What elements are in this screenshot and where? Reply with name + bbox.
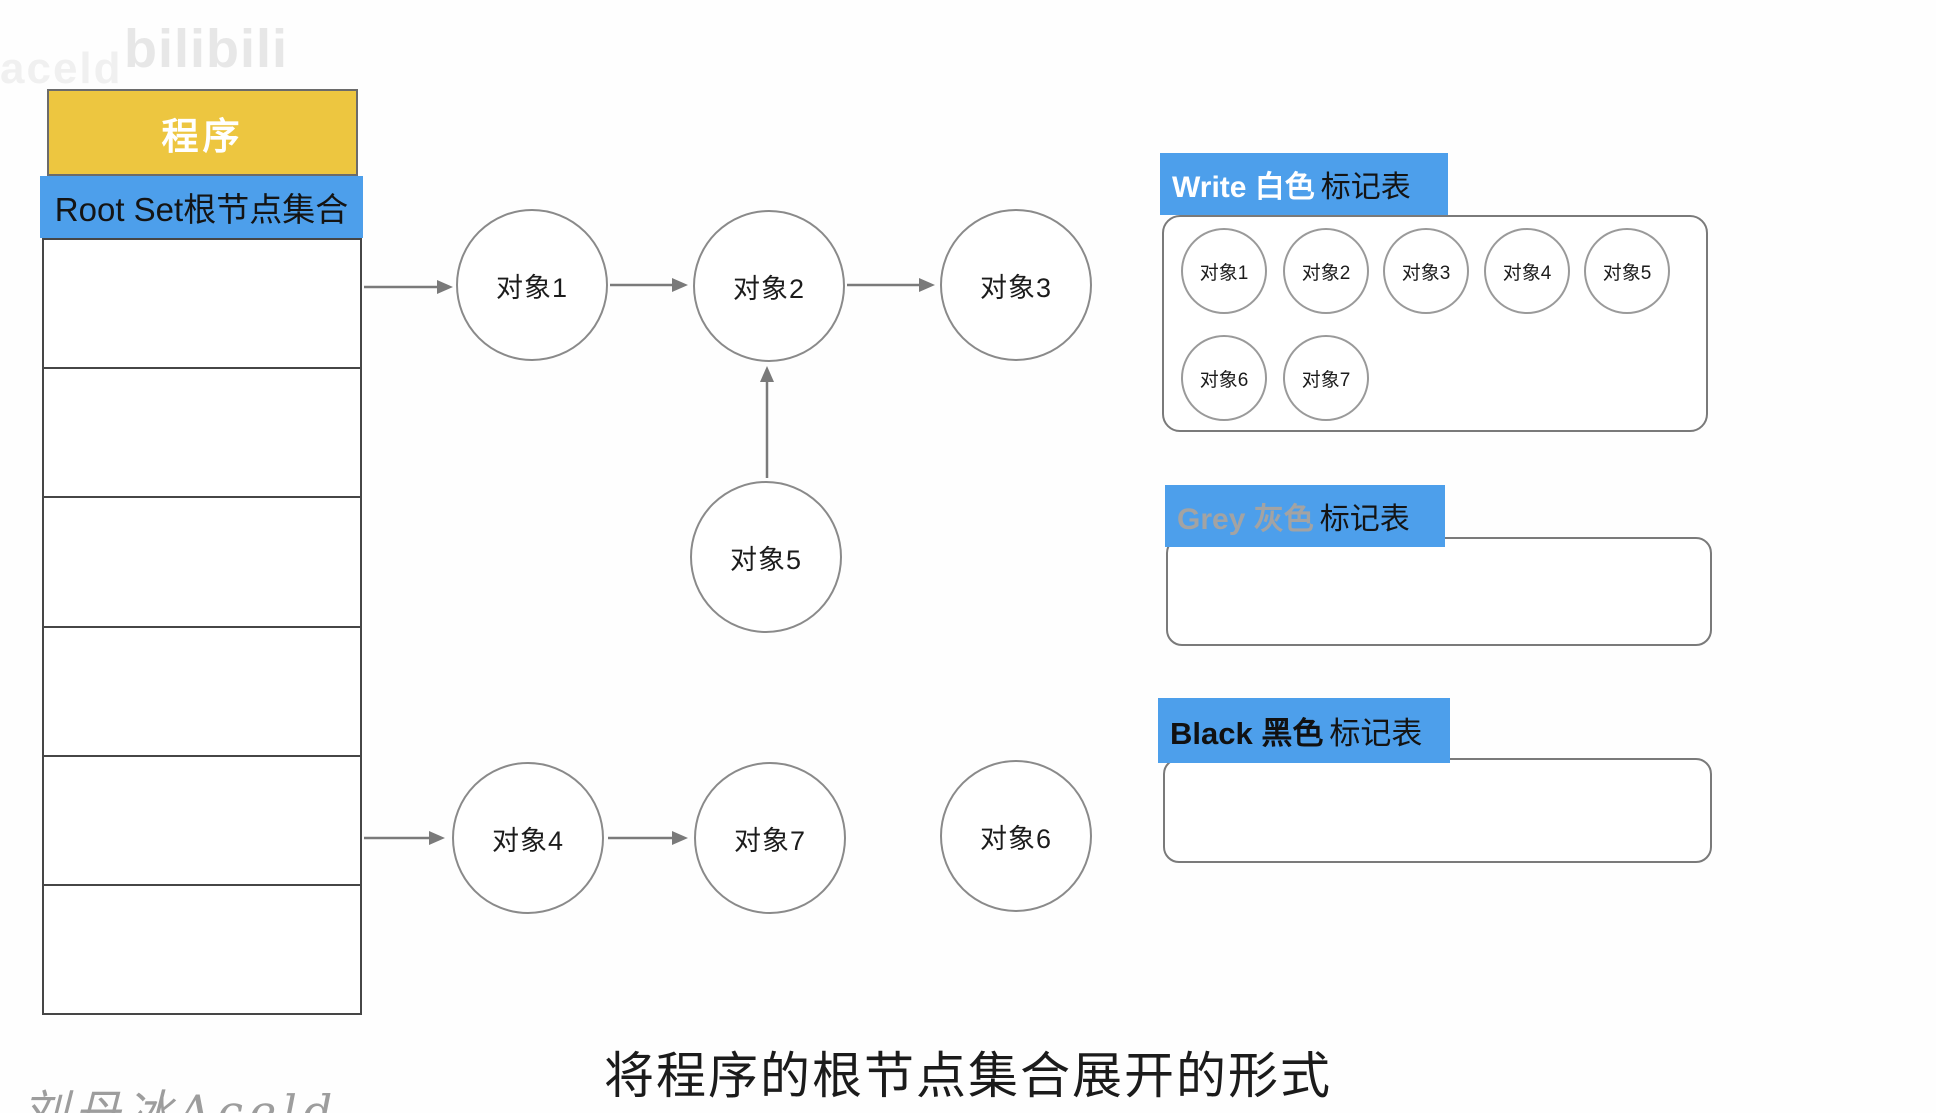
grey-mark-table-header: Grey 灰色 标记表 — [1165, 485, 1445, 547]
stack-row — [44, 240, 360, 370]
node-object5: 对象5 — [690, 481, 842, 633]
root-set-label: Root Set根节点集合 — [40, 176, 363, 238]
edge-obj4-obj7 — [608, 831, 688, 845]
edge-rootset-obj4 — [364, 831, 445, 845]
node-object2: 对象2 — [693, 210, 845, 362]
watermark-author: 刘丹冰Aceld — [22, 1085, 339, 1113]
edge-rootset-obj1 — [364, 280, 453, 294]
white-table-item-object7: 对象7 — [1283, 335, 1369, 421]
node-object6: 对象6 — [940, 760, 1092, 912]
white-table-item-object1: 对象1 — [1181, 228, 1267, 314]
grey-mark-table-title-en: Grey 灰色 — [1177, 503, 1314, 536]
bilibili-logo: bilibili — [124, 19, 288, 79]
edge-obj5-obj2 — [760, 366, 774, 478]
stack-row — [44, 369, 360, 499]
white-mark-table-header: Write 白色 标记表 — [1160, 153, 1448, 215]
white-table-item-object5: 对象5 — [1584, 228, 1670, 314]
white-table-item-object3: 对象3 — [1383, 228, 1469, 314]
black-mark-table-title-cn: 标记表 — [1329, 716, 1423, 751]
black-mark-table-header: Black 黑色 标记表 — [1158, 698, 1450, 763]
white-table-item-object6: 对象6 — [1181, 335, 1267, 421]
edge-obj2-obj3 — [847, 278, 935, 292]
stack-row — [44, 498, 360, 628]
black-mark-table-title-en: Black 黑色 — [1170, 716, 1324, 751]
program-header: 程序 — [47, 89, 358, 176]
program-stack-table — [42, 238, 362, 1015]
node-object4: 对象4 — [452, 762, 604, 914]
white-mark-table-title-en: Write 白色 — [1172, 171, 1315, 204]
white-mark-table-title-cn: 标记表 — [1320, 171, 1411, 204]
white-table-item-object4: 对象4 — [1484, 228, 1570, 314]
stack-row — [44, 757, 360, 886]
white-table-item-object2: 对象2 — [1283, 228, 1369, 314]
stack-row — [44, 886, 360, 1013]
node-object3: 对象3 — [940, 209, 1092, 361]
slide-caption: 将程序的根节点集合展开的形式 — [604, 1048, 1332, 1104]
node-object7: 对象7 — [694, 762, 846, 914]
node-object1: 对象1 — [456, 209, 608, 361]
black-mark-table-box — [1163, 758, 1712, 863]
grey-mark-table-title-cn: 标记表 — [1319, 503, 1410, 536]
grey-mark-table-box — [1166, 537, 1712, 646]
edge-obj1-obj2 — [610, 278, 688, 292]
stack-row — [44, 628, 360, 757]
watermark-aceld: aceld — [0, 44, 123, 93]
